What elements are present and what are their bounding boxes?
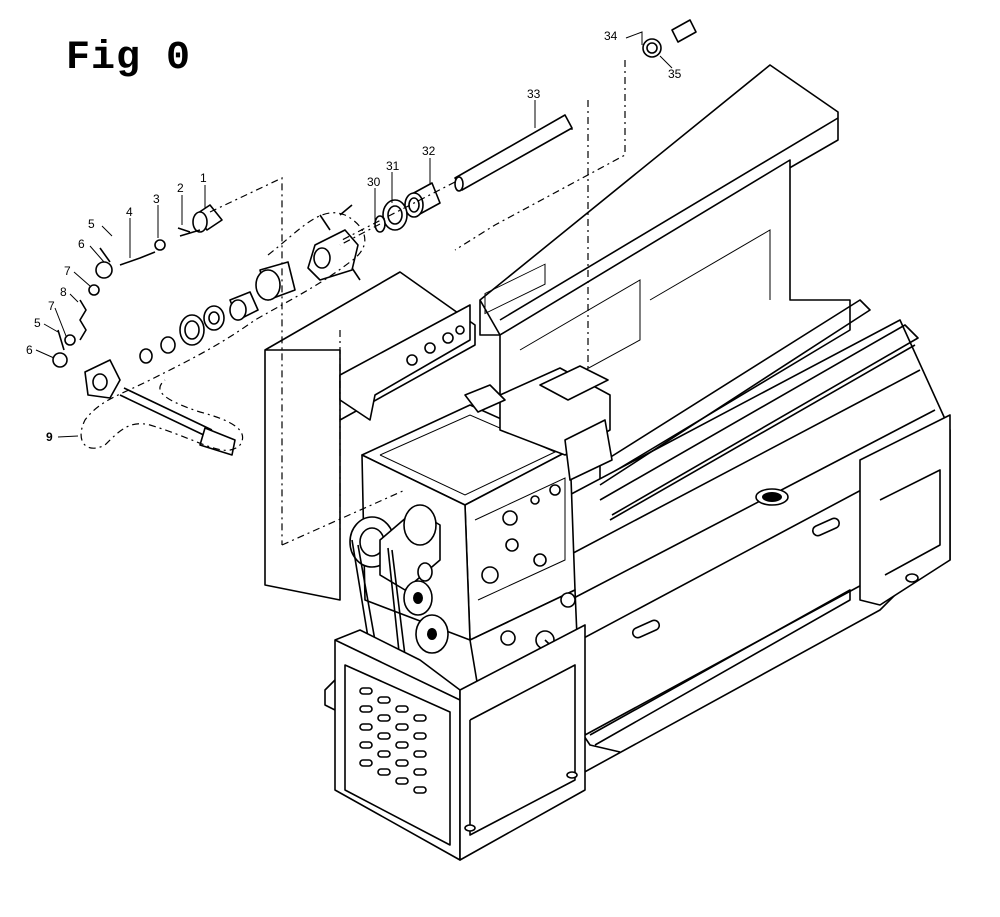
callout-31: 31 xyxy=(386,159,400,173)
vent-slots xyxy=(359,687,427,794)
callout-8: 8 xyxy=(60,285,67,299)
callout-labels: 1 2 3 4 5 6 7 8 7 5 6 9 30 31 32 33 34 3… xyxy=(26,29,682,444)
callout-6a: 6 xyxy=(78,237,85,251)
callout-2: 2 xyxy=(177,181,184,195)
callout-9: 9 xyxy=(46,430,53,444)
cabinet-stand xyxy=(324,624,586,861)
callout-35: 35 xyxy=(668,67,682,81)
lathe-bed xyxy=(479,64,951,781)
callout-34: 34 xyxy=(604,29,618,43)
callout-7a: 7 xyxy=(64,264,71,278)
callout-6b: 6 xyxy=(26,343,33,357)
figure-title: Fig 0 xyxy=(66,36,192,81)
callout-5b: 5 xyxy=(34,316,41,330)
exploded-parts xyxy=(52,19,697,546)
callout-32: 32 xyxy=(422,144,436,158)
callout-5a: 5 xyxy=(88,217,95,231)
callout-3: 3 xyxy=(153,192,160,206)
callout-leaders xyxy=(35,31,673,438)
callout-7b: 7 xyxy=(48,299,55,313)
callout-33: 33 xyxy=(527,87,541,101)
callout-4: 4 xyxy=(126,205,133,219)
callout-30: 30 xyxy=(367,175,381,189)
callout-1: 1 xyxy=(200,171,207,185)
